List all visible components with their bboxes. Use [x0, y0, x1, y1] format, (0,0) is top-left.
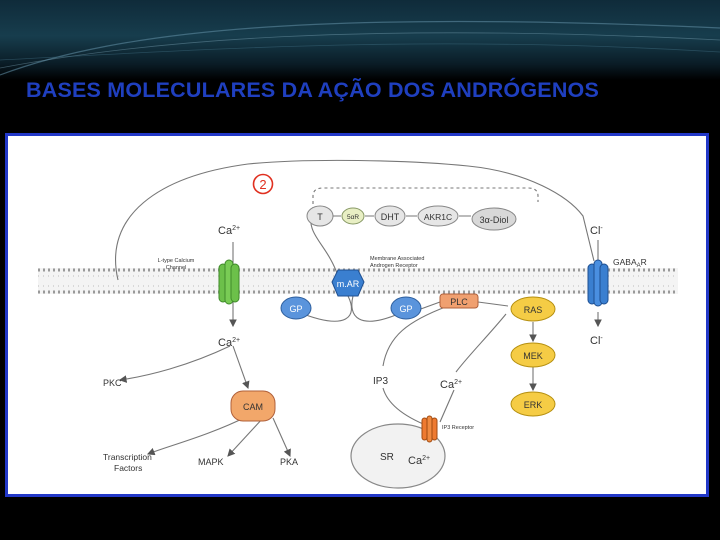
- mek-kinase: MEK: [510, 342, 556, 368]
- pka-label: PKA: [280, 457, 298, 467]
- ca-bottom-label: Ca2+: [218, 337, 240, 349]
- slide-title: BASES MOLECULARES DA AÇÃO DOS ANDRÓGENOS: [26, 78, 600, 102]
- g-protein-left: GP: [280, 296, 312, 320]
- gaba-a-receptor-icon: [587, 259, 609, 307]
- ip3-receptor-icon: [421, 415, 438, 443]
- cam-label: CAM: [243, 402, 263, 412]
- membrane-receptor-label-2: Androgen Receptor: [370, 263, 418, 269]
- ip3-receptor-label: IP3 Receptor: [442, 425, 474, 431]
- l-type-label-2: Channel: [166, 265, 187, 271]
- step-marker: 2: [252, 173, 274, 195]
- g-protein-right: GP: [390, 296, 422, 320]
- steroid-pathway: T 5αR DHT AKR1C 3α-Diol: [306, 205, 517, 231]
- erk-kinase: ERK: [510, 391, 556, 417]
- dht-label: DHT: [381, 212, 400, 222]
- akr1c-label: AKR1C: [424, 212, 452, 222]
- step-marker-number: 2: [259, 177, 266, 192]
- pkc-label: PKC: [103, 378, 122, 388]
- mar-label: m.AR: [337, 279, 360, 289]
- transcription-label-2: Factors: [114, 463, 142, 473]
- l-type-label-1: L-type Calcium: [158, 258, 195, 264]
- mar-receptor: m.AR: [331, 269, 365, 297]
- ip3-label: IP3: [373, 376, 388, 387]
- cl-top-label: Cl-: [590, 225, 603, 237]
- mek-label: MEK: [523, 351, 543, 361]
- five-alpha-reductase-label: 5αR: [347, 214, 359, 221]
- gaba-a-label: GABAAR: [613, 257, 647, 269]
- calmodulin: CAM: [230, 390, 276, 422]
- sarcoplasmic-reticulum: SR Ca2+: [350, 423, 446, 489]
- signaling-diagram: 2 Ca2+ Ca2+ L-type Calcium Channel Membr…: [38, 159, 678, 489]
- membrane-receptor-label-1: Membrane Associated: [370, 256, 424, 262]
- banner-swoosh: [0, 20, 720, 76]
- sr-ca-label: Ca2+: [408, 455, 430, 467]
- erk-label: ERK: [524, 400, 543, 410]
- plc-label: PLC: [450, 297, 468, 307]
- ca-top-label: Ca2+: [218, 225, 240, 237]
- ca-mid-label: Ca2+: [440, 379, 462, 391]
- figure-frame: 2 Ca2+ Ca2+ L-type Calcium Channel Membr…: [5, 133, 709, 497]
- title-banner: [0, 0, 720, 80]
- calcium-channel-icon: [218, 259, 240, 305]
- sr-label: SR: [380, 452, 394, 463]
- ras-label: RAS: [524, 305, 543, 315]
- ras-kinase: RAS: [510, 296, 556, 322]
- transcription-label-1: Transcription: [103, 452, 152, 462]
- cl-bottom-label: Cl-: [590, 335, 603, 347]
- mapk-label: MAPK: [198, 457, 224, 467]
- testosterone-label: T: [317, 212, 323, 222]
- plc-enzyme: PLC: [439, 293, 479, 309]
- gp-left-label: GP: [289, 304, 302, 314]
- diol-label: 3α-Diol: [480, 215, 509, 225]
- gp-right-label: GP: [399, 304, 412, 314]
- pathway-lines: [115, 159, 602, 458]
